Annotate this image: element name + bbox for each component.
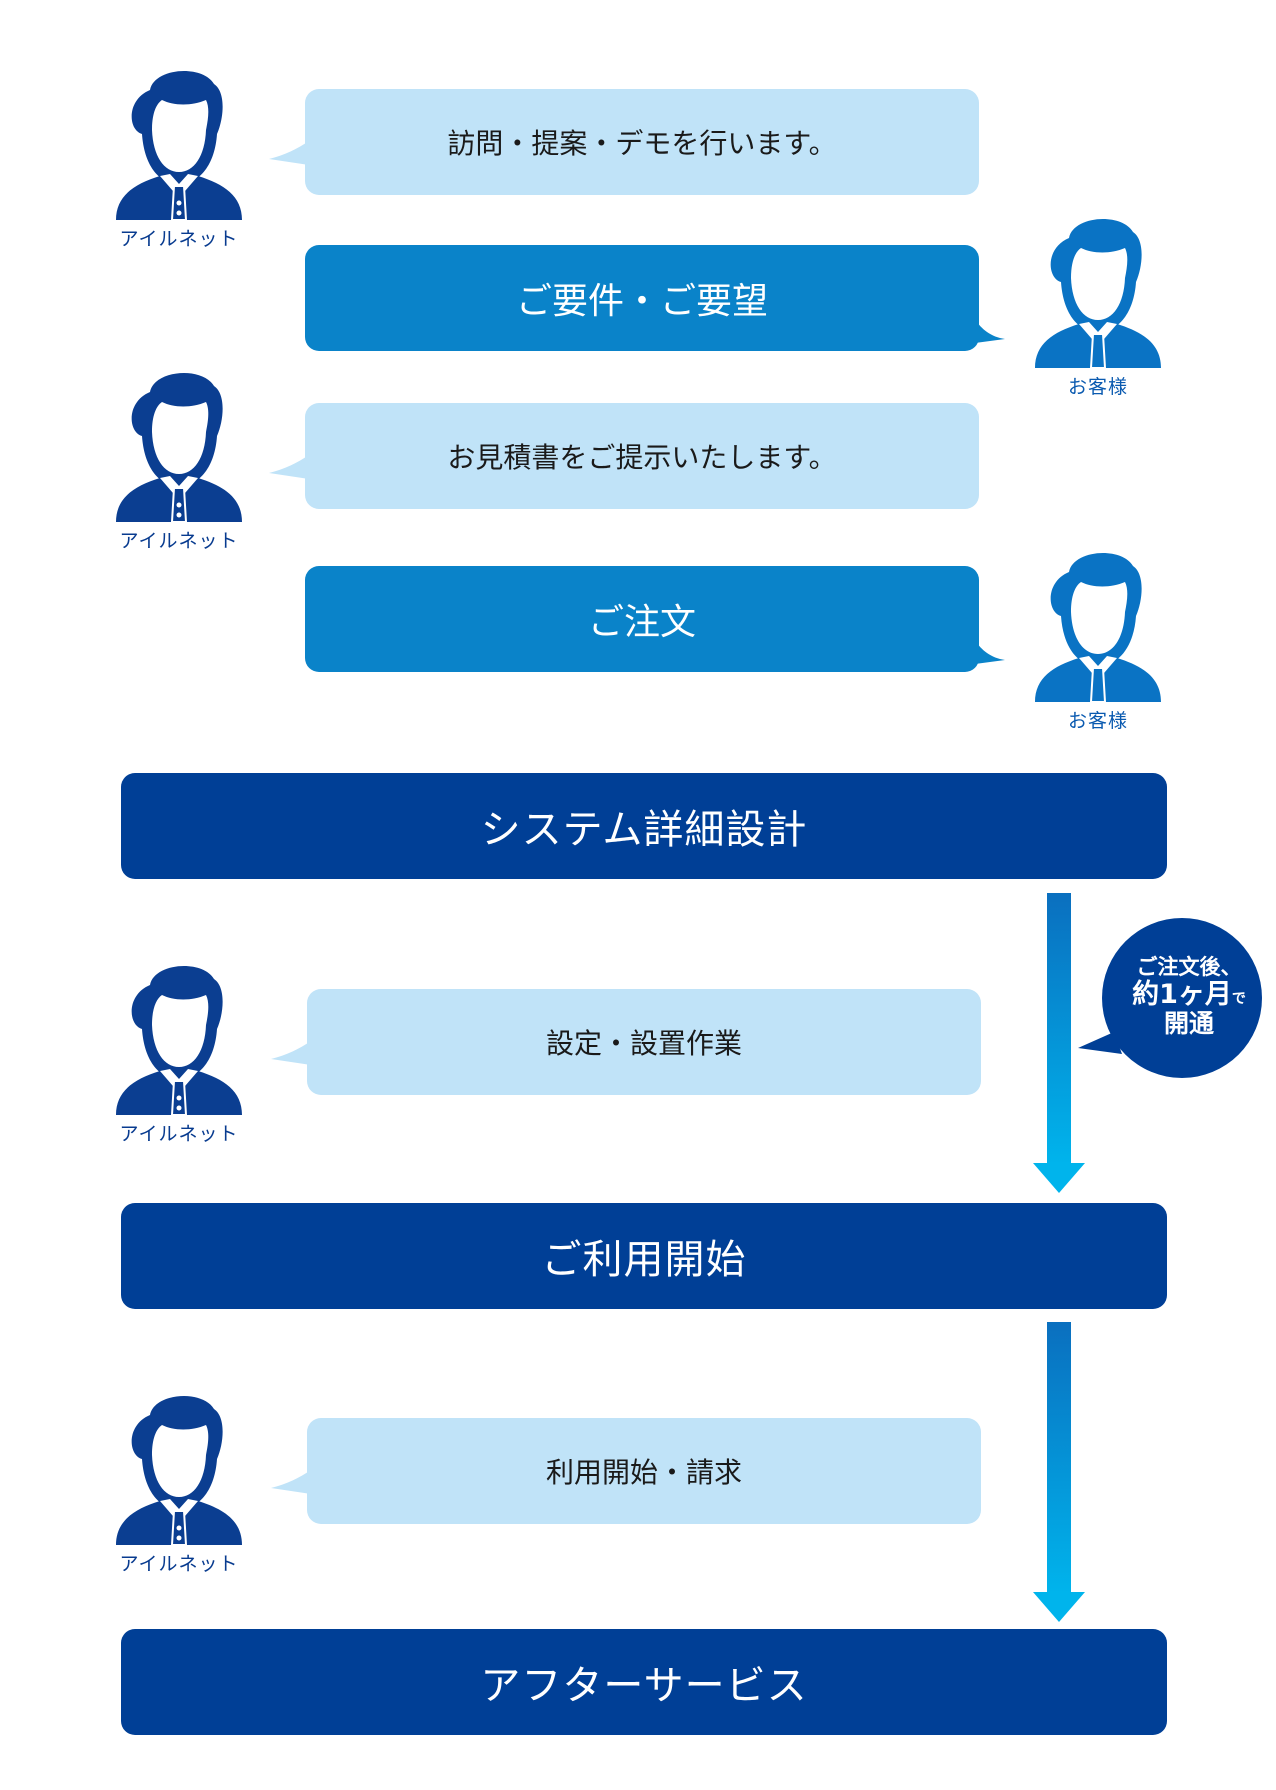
lead-time-line3: 開通 [1163, 1009, 1214, 1039]
lead-time-line1: ご注文後、 [1136, 955, 1242, 980]
step-visit: 訪問・提案・デモを行います。 [269, 89, 979, 195]
step-estimate-text: お見積書をご提示いたします。 [447, 441, 837, 474]
down-arrow-icon [1033, 1322, 1085, 1622]
step-requirements: ご要件・ご要望 [305, 245, 1005, 351]
speech-tail-icon [271, 1470, 311, 1494]
step-billing: 利用開始・請求 [271, 1418, 981, 1524]
lead-time-badge: ご注文後、 約1ヶ月で 開通 [1078, 912, 1264, 1098]
person-icon [1033, 208, 1163, 368]
step-after-text: アフターサービス [480, 1663, 808, 1709]
step-design-text: システム詳細設計 [480, 807, 808, 853]
step-start: ご利用開始 [121, 1203, 1167, 1309]
step-setup: 設定・設置作業 [271, 989, 981, 1095]
provider-label: アイルネット [119, 530, 239, 552]
step-requirements-text: ご要件・ご要望 [515, 281, 768, 322]
person-icon [114, 362, 244, 522]
speech-tail-icon [975, 319, 1005, 343]
speech-tail-icon [269, 455, 309, 479]
customer-avatar: お客様 [1033, 208, 1163, 408]
badge-circle-icon [1078, 918, 1262, 1078]
person-icon [114, 60, 244, 220]
provider-avatar: アイルネット [114, 362, 244, 562]
provider-avatar: アイルネット [114, 60, 244, 260]
step-setup-text: 設定・設置作業 [545, 1027, 742, 1060]
step-estimate: お見積書をご提示いたします。 [269, 403, 979, 509]
provider-avatar: アイルネット [114, 1385, 244, 1585]
customer-label: お客様 [1067, 376, 1128, 398]
step-design: システム詳細設計 [121, 773, 1167, 879]
step-after: アフターサービス [121, 1629, 1167, 1735]
speech-tail-icon [271, 1041, 311, 1065]
step-start-text: ご利用開始 [541, 1237, 747, 1283]
provider-label: アイルネット [119, 1123, 239, 1145]
lead-time-suffix: で [1231, 991, 1246, 1008]
person-icon [114, 955, 244, 1115]
person-icon [1033, 542, 1163, 702]
step-visit-text: 訪問・提案・デモを行います。 [447, 127, 837, 160]
step-billing-text: 利用開始・請求 [545, 1456, 742, 1489]
customer-label: お客様 [1067, 710, 1128, 732]
lead-time-line2: 約1ヶ月 [1132, 979, 1232, 1011]
speech-tail-icon [269, 141, 309, 165]
provider-label: アイルネット [119, 1553, 239, 1575]
customer-avatar: お客様 [1033, 542, 1163, 742]
step-order-text: ご注文 [587, 602, 696, 643]
step-order: ご注文 [305, 566, 1005, 672]
speech-tail-icon [975, 640, 1005, 664]
provider-label: アイルネット [119, 228, 239, 250]
provider-avatar: アイルネット [114, 955, 244, 1155]
person-icon [114, 1385, 244, 1545]
down-arrow-icon [1033, 893, 1085, 1193]
